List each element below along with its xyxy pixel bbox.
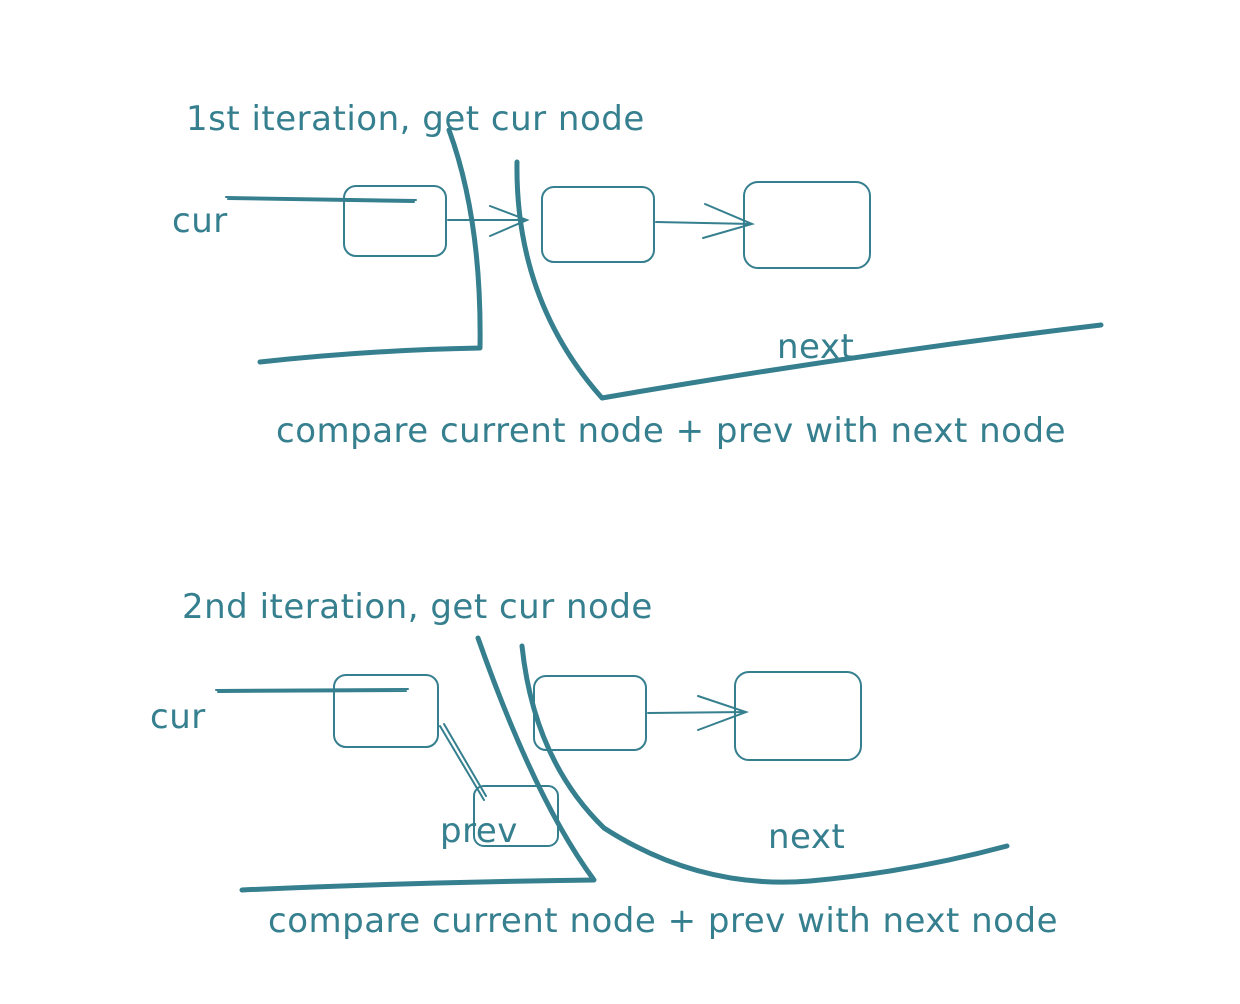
iteration-1-panel: 1st iteration, get cur node cur next com… <box>172 99 1104 451</box>
iteration-2-caption: compare current node + prev with next no… <box>268 901 1058 941</box>
iteration-2-node-3 <box>734 671 862 761</box>
iteration-2-next-label: next <box>768 817 845 857</box>
iteration-1-node-3 <box>743 181 871 269</box>
iteration-2-prev-label: prev <box>440 811 518 851</box>
iteration-1-cur-pointer <box>225 196 417 203</box>
iteration-2-link-cur-prev <box>439 723 487 801</box>
iteration-1-title: 1st iteration, get cur node <box>186 99 645 139</box>
iteration-1-node-1 <box>343 185 447 257</box>
iteration-1-cur-label: cur <box>172 201 228 241</box>
iteration-1-caption: compare current node + prev with next no… <box>276 411 1066 451</box>
iteration-2-cur-pointer <box>215 688 409 693</box>
iteration-2-arrow-node2-node3 <box>647 695 749 731</box>
iteration-1-arrow-node2-node3 <box>655 203 755 239</box>
iteration-2-cur-label: cur <box>150 697 206 737</box>
iteration-1-next-label: next <box>777 327 854 367</box>
iteration-2-current-partition-line <box>239 635 597 893</box>
iteration-2-node-1 <box>333 674 439 748</box>
iteration-1-node-2 <box>541 186 655 263</box>
iteration-2-prev-node <box>473 785 559 847</box>
iteration-1-next-partition-line <box>514 159 1104 401</box>
iteration-1-current-partition-line <box>257 127 483 365</box>
iteration-2-next-partition-line <box>519 643 1010 885</box>
iteration-2-panel: 2nd iteration, get cur node cur prev nex… <box>150 587 1058 941</box>
iteration-2-title: 2nd iteration, get cur node <box>182 587 653 627</box>
iteration-1-arrow-node1-node2 <box>447 205 530 237</box>
iteration-2-node-2 <box>533 675 647 751</box>
